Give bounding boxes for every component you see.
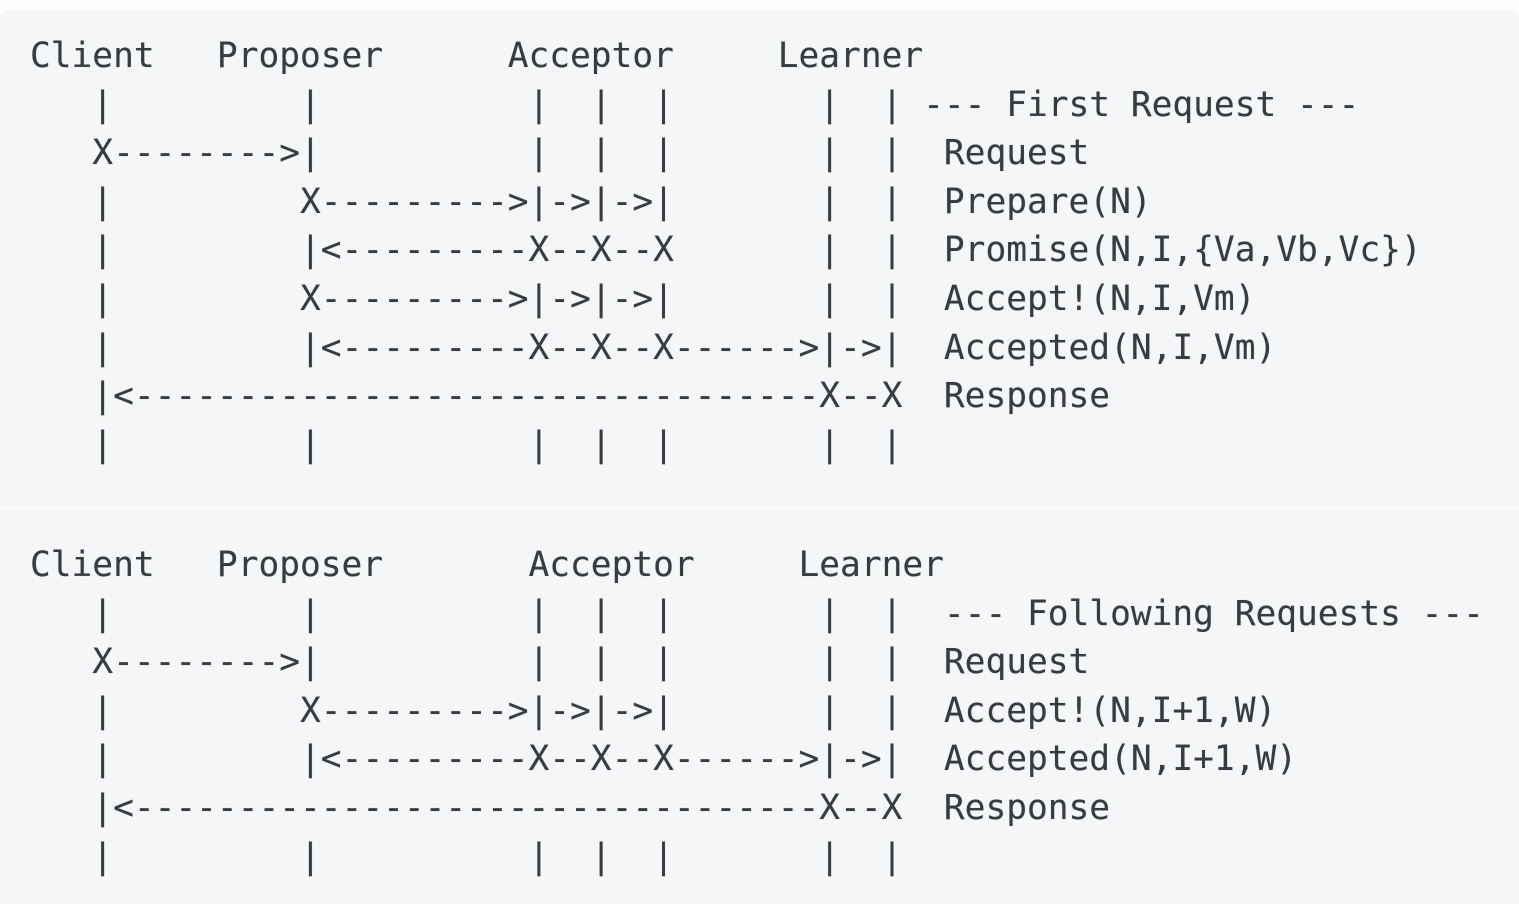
message-line-response: |<---------------------------------X--X … [30, 787, 1111, 828]
diagram-title-line: | | | | | | | --- Following Requests --- [30, 593, 1484, 634]
message-line-accept: | X--------->|->|->| | | Accept!(N,I,Vm) [30, 278, 1256, 319]
message-line-prepare: | X--------->|->|->| | | Prepare(N) [30, 181, 1152, 222]
diagram-title-line: | | | | | | | --- First Request --- [30, 84, 1360, 125]
actor-header-line: Client Proposer Acceptor Learner [30, 36, 924, 76]
message-line-request: X-------->| | | | | | Request [30, 133, 1090, 174]
first-request-diagram: Client Proposer Acceptor Learner | | | |… [0, 10, 1519, 507]
message-line-request: X-------->| | | | | | Request [30, 642, 1090, 683]
block-divider [0, 507, 1519, 510]
message-line-response: |<---------------------------------X--X … [30, 376, 1111, 417]
page: Client Proposer Acceptor Learner | | | |… [0, 10, 1519, 904]
lifeline-footer-line: | | | | | | | [30, 424, 903, 465]
following-requests-diagram: Client Proposer Acceptor Learner | | | |… [0, 510, 1519, 904]
message-line-promise: | |<---------X--X--X | | Promise(N,I,{Va… [30, 230, 1422, 271]
message-line-accepted: | |<---------X--X--X------>|->| Accepted… [30, 739, 1298, 780]
lifeline-footer-line: | | | | | | | [30, 836, 903, 877]
actor-header-line: Client Proposer Acceptor Learner [30, 545, 944, 585]
message-line-accepted: | |<---------X--X--X------>|->| Accepted… [30, 327, 1277, 368]
message-line-accept: | X--------->|->|->| | | Accept!(N,I+1,W… [30, 690, 1277, 731]
